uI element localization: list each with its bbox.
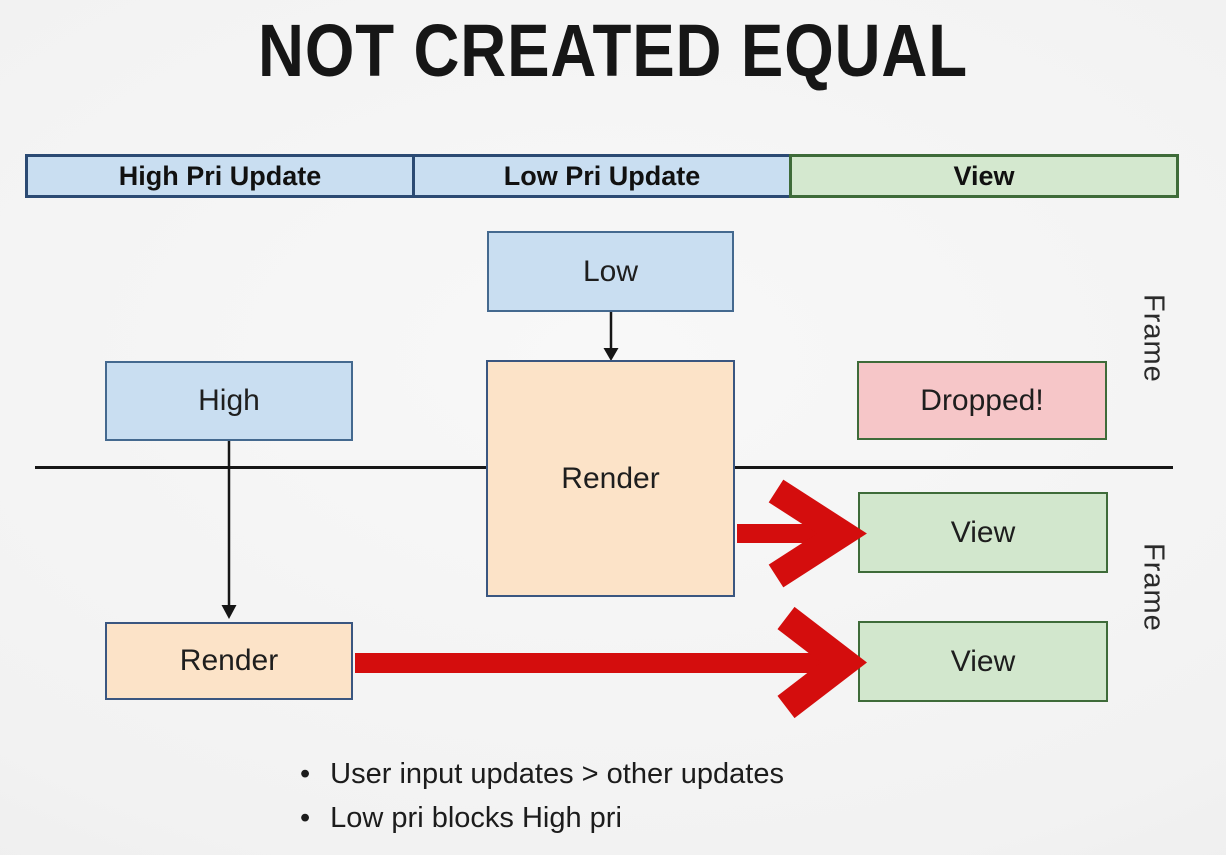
render-low-pri-box-label: Render bbox=[561, 461, 660, 495]
bullet-dot-icon: • bbox=[300, 802, 311, 834]
bullet-item: • User input updates > other updates bbox=[300, 752, 784, 796]
dropped-box-label: Dropped! bbox=[920, 383, 1044, 417]
frame-label-1: Frame bbox=[1137, 293, 1170, 383]
bullet-text-2: Low pri blocks High pri bbox=[330, 802, 622, 834]
high-update-box-label: High bbox=[198, 384, 260, 417]
bullet-item: • Low pri blocks High pri bbox=[300, 796, 784, 840]
render-high-pri-box: Render bbox=[105, 622, 353, 700]
frame-label-2: Frame bbox=[1137, 542, 1170, 632]
render-low-pri-box: Render bbox=[486, 360, 735, 597]
view-box-frame2: View bbox=[858, 621, 1108, 702]
view-box-frame2-label: View bbox=[950, 644, 1016, 678]
legend-high-pri-update-label: High Pri Update bbox=[118, 160, 322, 191]
arrow-high-to-render-icon bbox=[221, 441, 237, 619]
legend-low-pri-update-label: Low Pri Update bbox=[503, 160, 701, 191]
legend-bar: High Pri Update Low Pri Update View bbox=[25, 154, 1179, 198]
bullet-text-1: User input updates > other updates bbox=[330, 758, 784, 790]
red-arrow-render-to-view-frame2-icon bbox=[355, 606, 867, 719]
bullet-list: • User input updates > other updates • L… bbox=[300, 752, 784, 840]
legend-view: View bbox=[789, 154, 1179, 198]
arrow-low-to-render-icon bbox=[603, 312, 619, 361]
low-update-box-label: Low bbox=[582, 254, 639, 288]
render-high-pri-box-label: Render bbox=[179, 644, 279, 677]
red-arrow-render-to-view-frame1-icon bbox=[737, 479, 867, 588]
dropped-box: Dropped! bbox=[857, 361, 1107, 440]
legend-low-pri-update: Low Pri Update bbox=[412, 154, 792, 198]
low-update-box: Low bbox=[487, 231, 734, 312]
high-update-box: High bbox=[105, 361, 353, 441]
legend-view-label: View bbox=[953, 160, 1015, 191]
view-box-frame1: View bbox=[858, 492, 1108, 573]
view-box-frame1-label: View bbox=[950, 515, 1016, 549]
legend-high-pri-update: High Pri Update bbox=[25, 154, 415, 198]
bullet-dot-icon: • bbox=[300, 758, 311, 790]
slide-title: NOT CREATED EQUAL bbox=[258, 9, 968, 92]
